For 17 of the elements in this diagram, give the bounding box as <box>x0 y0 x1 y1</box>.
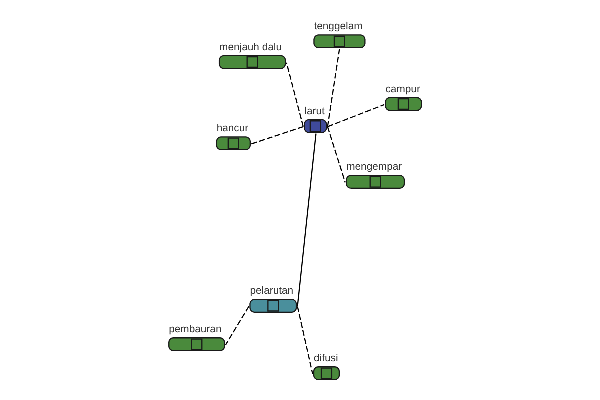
node-label: difusi <box>314 354 338 365</box>
connector <box>327 49 340 127</box>
connector <box>225 306 250 346</box>
node-label: hancur <box>216 124 249 135</box>
node-label: menjauh dalu <box>220 42 282 54</box>
connector <box>251 126 304 145</box>
node-label: pelarutan <box>250 286 294 298</box>
connector <box>328 104 385 128</box>
connector <box>297 306 314 374</box>
node-label: mengempar <box>346 162 402 174</box>
connector <box>297 134 317 307</box>
connector <box>286 62 304 128</box>
node-label: campur <box>386 84 420 96</box>
node-label: tenggelam <box>314 22 363 33</box>
connector <box>327 126 346 183</box>
node-label: pembauran <box>169 324 222 336</box>
node-label: larut <box>304 106 325 118</box>
